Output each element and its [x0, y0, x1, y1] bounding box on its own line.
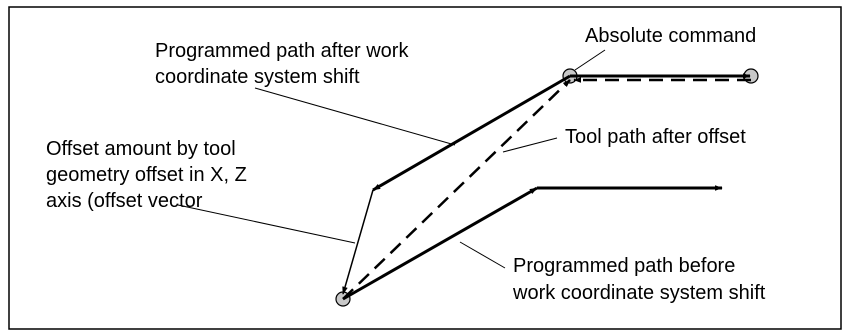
- leader-absolute-command: [574, 49, 606, 71]
- label-programmed-before-line1: Programmed path before: [513, 255, 735, 277]
- diagram-frame: [8, 6, 842, 330]
- label-programmed-after-line2: coordinate system shift: [155, 66, 360, 88]
- label-absolute-command: Absolute command: [585, 25, 756, 47]
- tool-path-dashed-segment-1: [342, 79, 571, 300]
- label-offset-line3: axis (offset vector: [46, 190, 203, 212]
- programmed-path-before-segment-1: [342, 186, 538, 301]
- label-programmed-before-line2: work coordinate system shift: [512, 282, 766, 304]
- leader-tool-path: [502, 137, 558, 153]
- label-tool-path: Tool path after offset: [565, 126, 746, 148]
- label-offset-line1: Offset amount by tool: [46, 138, 236, 160]
- leader-programmed-before: [459, 241, 506, 269]
- offset-vector: [342, 189, 374, 295]
- leader-offset-amount: [177, 204, 356, 244]
- leader-programmed-after: [254, 87, 456, 146]
- label-offset-line2: geometry offset in X, Z: [46, 164, 247, 186]
- programmed-path-after-segment-1: [372, 74, 571, 192]
- label-programmed-after-line1: Programmed path after work: [155, 40, 409, 62]
